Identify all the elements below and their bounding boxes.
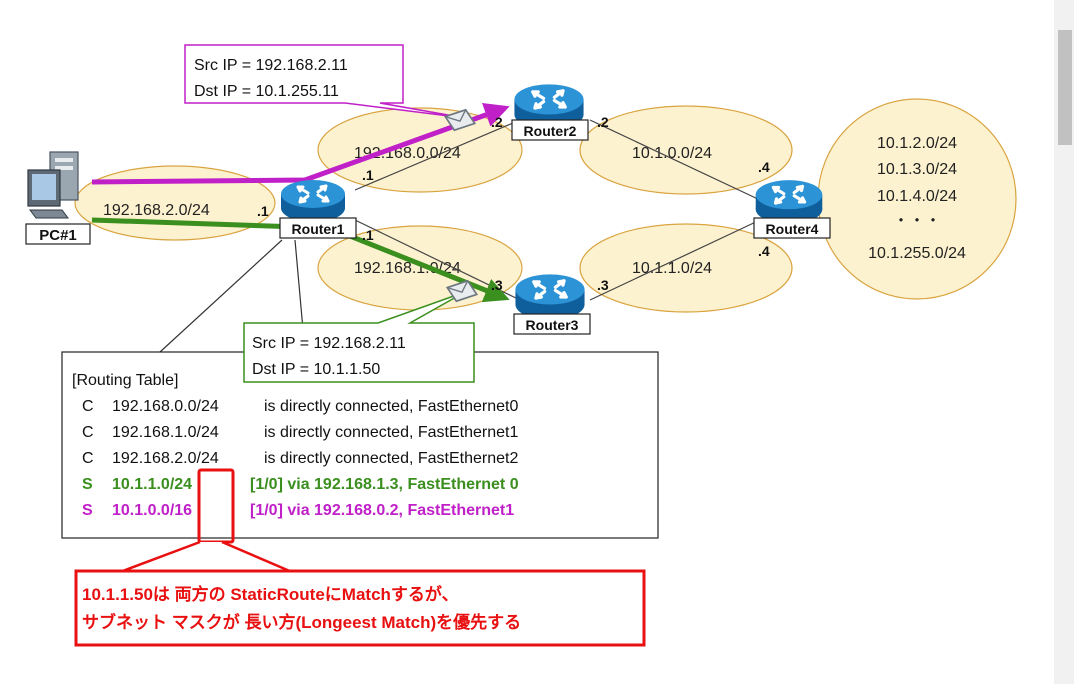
network-label-r1-r3: 192.168.1.0/24	[354, 260, 461, 277]
route-row-prefix: 192.168.0.0/24	[112, 398, 219, 415]
network-r3-r4	[579, 223, 793, 313]
note-line-2: サブネット マスクが 長い方(Longeest Match)を優先する	[82, 612, 521, 632]
iface-r3-right: .3	[597, 277, 609, 293]
network-label-r2-r4: 10.1.0.0/24	[632, 145, 712, 162]
vertical-scrollbar-thumb[interactable]	[1058, 30, 1072, 145]
pc-label: PC#1	[39, 227, 77, 244]
routing-table-title: [Routing Table]	[72, 372, 178, 389]
route-row-prefix: 192.168.1.0/24	[112, 424, 219, 441]
router4-label-box	[753, 217, 831, 239]
packet-callout-bottom: Src IP = 192.168.2.11 Dst IP = 10.1.1.50	[243, 291, 475, 383]
router2-label-box	[511, 119, 589, 141]
packet-top-dst: Dst IP = 10.1.255.11	[194, 83, 339, 100]
network-r1-r2	[317, 107, 523, 193]
router3-icon	[513, 272, 587, 322]
iface-r1-bottom: .1	[362, 227, 374, 243]
network-label-r1-r2: 192.168.0.0/24	[354, 145, 461, 162]
vertical-scrollbar-track[interactable]	[1054, 0, 1074, 684]
longest-match-note: 10.1.1.50は 両方の StaticRouteにMatchするが、 サブネ…	[74, 569, 646, 647]
router3-label-box	[513, 313, 591, 335]
packet-bottom-dst: Dst IP = 10.1.1.50	[252, 361, 380, 378]
route-row-code: S	[82, 476, 93, 493]
packet-top-src: Src IP = 192.168.2.11	[194, 57, 348, 74]
iface-r4-bottom: .4	[758, 243, 770, 259]
route-row-code: S	[82, 502, 93, 519]
router1-icon	[279, 178, 347, 224]
network-label-r4-3: 10.1.4.0/24	[877, 188, 957, 205]
pc-icon	[27, 151, 79, 219]
iface-r1-pc: .1	[257, 203, 269, 219]
network-ellipses	[74, 98, 1017, 313]
packet-callout-top: Src IP = 192.168.2.11 Dst IP = 10.1.255.…	[184, 44, 466, 119]
iface-r2-right: .2	[597, 114, 609, 130]
iface-r4-top: .4	[758, 159, 770, 175]
note-pointer	[119, 540, 293, 574]
route-row-code: C	[82, 424, 94, 441]
route-row-info: [1/0] via 192.168.0.2, FastEthernet1	[250, 502, 514, 519]
network-label-r4-1: 10.1.2.0/24	[877, 135, 957, 152]
router1-label: Router1	[292, 221, 345, 237]
router3-label: Router3	[526, 317, 579, 333]
route-row-prefix: 192.168.2.0/24	[112, 450, 219, 467]
pc-label-box	[25, 223, 91, 245]
router2-label: Router2	[524, 123, 577, 139]
network-label-lan-pc: 192.168.2.0/24	[103, 202, 210, 219]
route-row-info: is directly connected, FastEthernet0	[264, 398, 518, 415]
routing-table: [Routing Table] C 192.168.0.0/24 is dire…	[61, 351, 659, 539]
router4-icon	[754, 178, 824, 226]
iface-r2-left: .2	[491, 114, 503, 130]
route-row-prefix: 10.1.0.0/16	[112, 502, 192, 519]
network-label-r4-2: 10.1.3.0/24	[877, 161, 957, 178]
iface-r1-top: .1	[362, 167, 374, 183]
iface-r3-left: .3	[491, 277, 503, 293]
route-row-code: C	[82, 398, 94, 415]
route-row-info: is directly connected, FastEthernet2	[264, 450, 518, 467]
router4-label: Router4	[766, 221, 819, 237]
purple-path	[91, 103, 510, 185]
note-line-1: 10.1.1.50は 両方の StaticRouteにMatchするが、	[82, 584, 459, 604]
network-label-r3-r4: 10.1.1.0/24	[632, 260, 712, 277]
network-label-r4-4: ・・・	[893, 213, 941, 230]
route-row-prefix: 10.1.1.0/24	[112, 476, 192, 493]
route-row-info: [1/0] via 192.168.1.3, FastEthernet 0	[250, 476, 519, 493]
network-r2-r4	[579, 105, 793, 195]
router1-label-box	[279, 217, 357, 239]
route-row-info: is directly connected, FastEthernet1	[264, 424, 518, 441]
network-label-r4-5: 10.1.255.0/24	[868, 245, 966, 262]
route-row-code: C	[82, 450, 94, 467]
packet-bottom-src: Src IP = 192.168.2.11	[252, 335, 406, 352]
